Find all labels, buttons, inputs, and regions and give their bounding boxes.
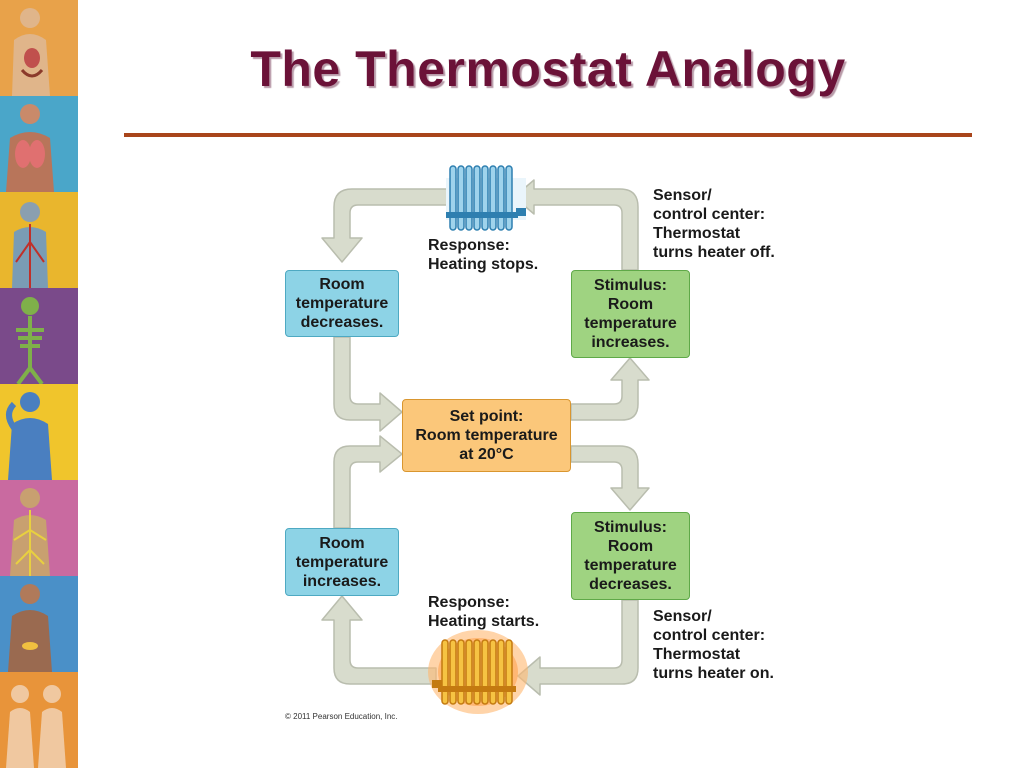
- arrow-stimulus-decreases-to-bottom: [517, 599, 639, 696]
- arrow-setpoint-to-stimulus-increases: [570, 357, 650, 421]
- arrow-bottom-to-room-increases: [321, 595, 437, 685]
- title-divider: [124, 133, 972, 137]
- muscular-system-panel: [0, 384, 78, 480]
- set-point-text: Set point: Room temperature at 20°C: [415, 408, 558, 463]
- nervous-figure-icon: [10, 488, 50, 576]
- stimulus-decreases-box: Stimulus: Room temperature decreases.: [571, 512, 690, 600]
- room-temperature-increases-text: Room temperature increases.: [295, 534, 389, 590]
- room-temperature-increases-box: Room temperature increases.: [285, 528, 399, 596]
- endocrine-figure-icon: [8, 584, 52, 672]
- stimulus-increases-box: Stimulus: Room temperature increases.: [571, 270, 690, 358]
- respiratory-system-panel: [0, 96, 78, 192]
- response-heating-stops-label: Response: Heating stops.: [428, 237, 539, 273]
- arrow-room-increases-to-setpoint: [333, 435, 403, 529]
- sensor-heater-on-label: Sensor/ control center: Thermostat turns…: [653, 608, 774, 682]
- arrow-room-decreases-to-setpoint: [333, 336, 403, 432]
- response-heating-starts-label: Response: Heating starts.: [428, 594, 540, 630]
- page-title: The Thermostat Analogy: [250, 41, 846, 97]
- copyright-notice: © 2011 Pearson Education, Inc.: [285, 712, 398, 721]
- skeletal-system-panel: [0, 288, 78, 384]
- radiator-on-icon: [428, 630, 528, 714]
- digestive-system-panel: [0, 0, 78, 96]
- stimulus-increases-text: Stimulus: Room temperature increases.: [584, 277, 677, 351]
- endocrine-system-panel: [0, 576, 78, 672]
- digestive-figure-icon: [12, 8, 50, 96]
- skeleton-figure-icon: [16, 297, 44, 384]
- room-temperature-decreases-box: Room temperature decreases.: [285, 270, 399, 337]
- radiator-off-icon: [446, 165, 526, 231]
- sensor-heater-off-label: Sensor/ control center: Thermostat turns…: [653, 187, 775, 261]
- stimulus-decreases-text: Stimulus: Room temperature decreases.: [584, 519, 677, 593]
- circulatory-figure-icon: [12, 202, 48, 288]
- arrow-top-to-room-decreases: [321, 188, 453, 263]
- set-point-box: Set point: Room temperature at 20°C: [402, 399, 571, 472]
- muscle-figure-icon: [6, 392, 52, 480]
- reproductive-system-panel: [0, 672, 78, 768]
- arrow-setpoint-to-stimulus-decreases: [570, 445, 650, 511]
- reproductive-figure-icon: [6, 685, 66, 768]
- room-temperature-decreases-text: Room temperature decreases.: [295, 276, 389, 331]
- body-systems-sidebar: [0, 0, 78, 768]
- circulatory-system-panel: [0, 192, 78, 288]
- respiratory-figure-icon: [6, 104, 54, 192]
- nervous-system-panel: [0, 480, 78, 576]
